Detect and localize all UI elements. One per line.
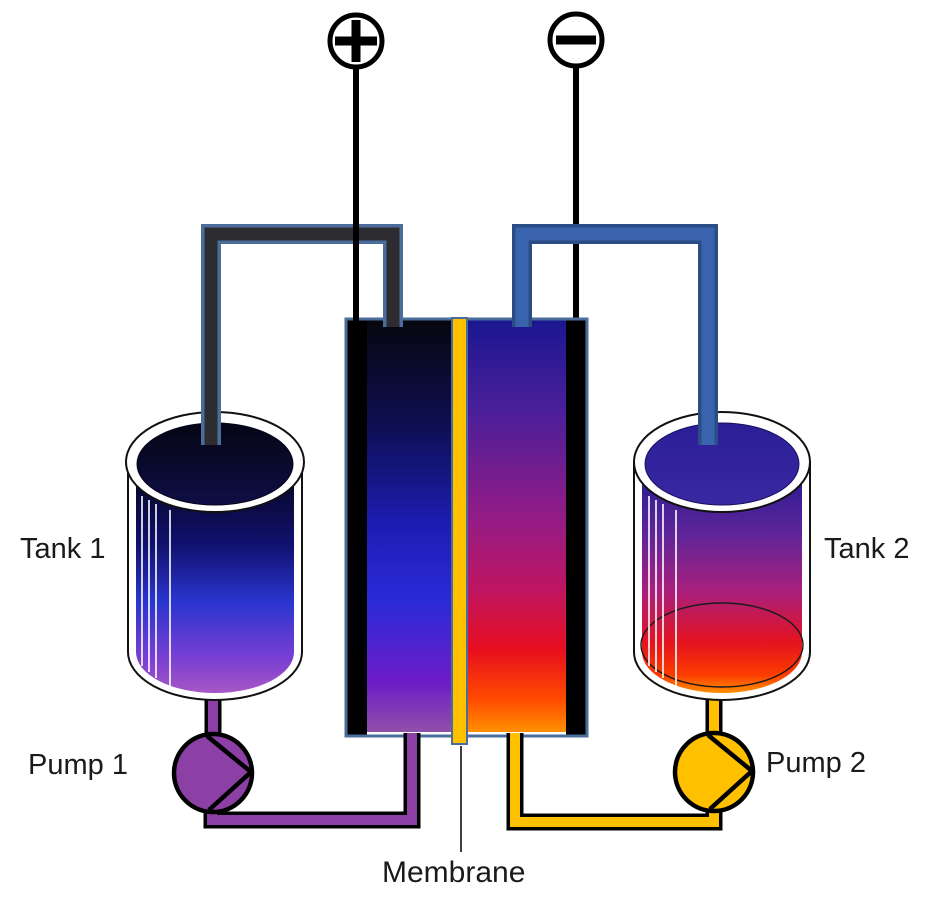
catholyte-half-cell bbox=[467, 320, 566, 732]
pump1-impeller-icon bbox=[205, 734, 255, 812]
tank2 bbox=[633, 411, 811, 701]
tank1-electrolyte bbox=[136, 466, 294, 693]
plus-icon bbox=[335, 20, 377, 62]
pump1 bbox=[171, 731, 255, 815]
positive-electrode bbox=[347, 320, 367, 735]
pump2-impeller-icon bbox=[706, 733, 756, 811]
pump1-body bbox=[171, 731, 255, 815]
tank2-liquid-surface bbox=[644, 422, 800, 506]
tank1-label: Tank 1 bbox=[20, 533, 105, 565]
tank1 bbox=[125, 411, 305, 701]
pump2 bbox=[672, 730, 756, 814]
tank2-level-line bbox=[640, 602, 804, 688]
electrochemical-cell bbox=[344, 317, 589, 745]
anolyte-half-cell bbox=[367, 320, 452, 732]
tank2-label: Tank 2 bbox=[824, 533, 909, 565]
negative-terminal bbox=[547, 11, 605, 69]
tank2-highlight-lines bbox=[648, 496, 677, 686]
tank2-electrolyte bbox=[642, 466, 802, 693]
membrane-label: Membrane bbox=[382, 856, 525, 889]
pump1-label: Pump 1 bbox=[28, 749, 128, 781]
pipe-tank1-to-cell-top bbox=[201, 224, 403, 445]
positive-terminal bbox=[327, 12, 385, 70]
negative-electrode bbox=[566, 320, 586, 735]
pipe-cell-to-tank2-top bbox=[512, 224, 718, 445]
membrane bbox=[451, 317, 468, 745]
pump2-body bbox=[672, 730, 756, 814]
pump2-label: Pump 2 bbox=[766, 747, 866, 779]
tank1-highlight-lines bbox=[141, 496, 171, 686]
